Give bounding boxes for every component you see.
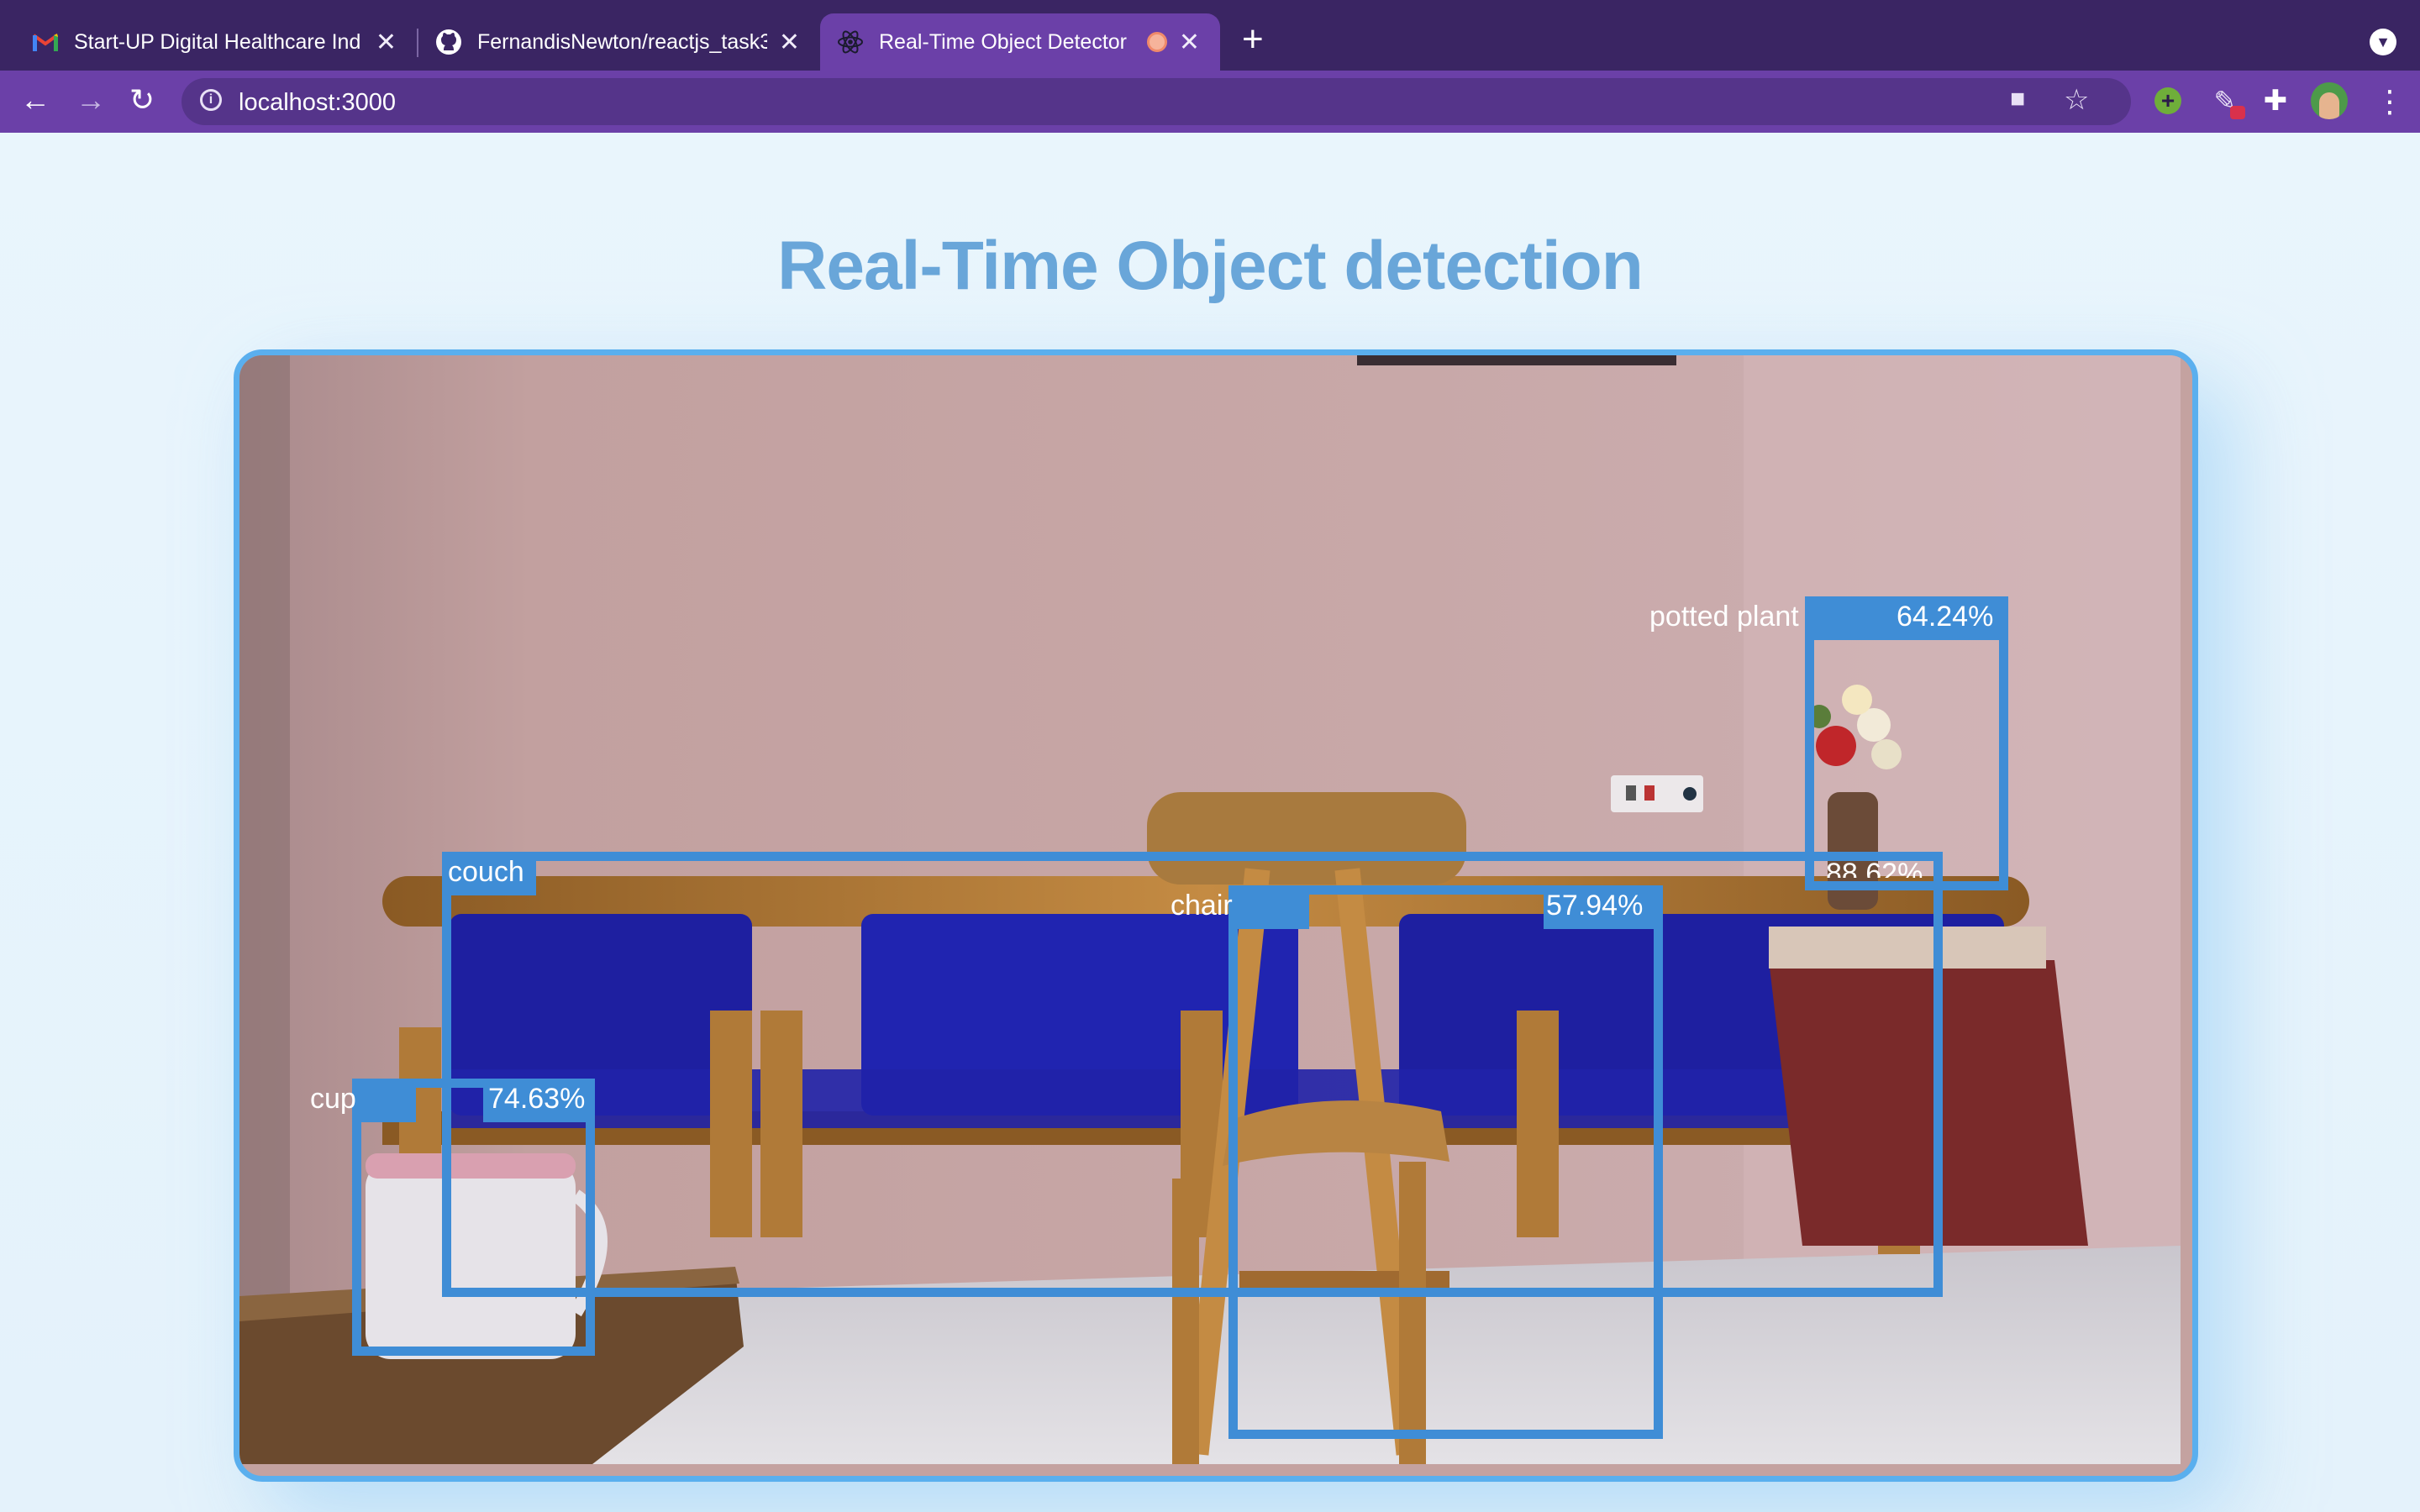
tab-separator	[417, 29, 418, 57]
github-icon	[435, 29, 462, 55]
detection-score-tag	[1228, 885, 1309, 929]
forward-arrow-icon[interactable]: →	[76, 82, 106, 117]
browser-tab-strip: Start-UP Digital Healthcare Ind ✕ Fernan…	[0, 0, 2420, 71]
webcam-video-feed: potted plant 64.24% couch 88.62% chair 5…	[234, 349, 2198, 1482]
detection-box-couch	[442, 852, 1943, 1297]
extension-badge	[2230, 106, 2245, 119]
browser-menu-icon[interactable]: ⋮	[2375, 84, 2405, 118]
detection-score-tag	[483, 1079, 595, 1122]
new-tab-button[interactable]: +	[1242, 18, 1264, 60]
bookmark-star-icon[interactable]: ☆	[2064, 84, 2090, 116]
camera-in-use-icon[interactable]: ■	[2010, 85, 2026, 113]
browser-toolbar: ← → ↻ i localhost:3000 ■ ☆ + ✎ ✚ ⋮	[0, 71, 2420, 133]
tab-title: Start-UP Digital Healthcare Ind	[74, 29, 361, 54]
detection-score-couch: 88.62%	[1826, 863, 1923, 878]
detection-score-tag	[442, 852, 536, 895]
close-tab-icon[interactable]: ✕	[375, 28, 397, 56]
address-url[interactable]: localhost:3000	[239, 89, 397, 116]
browser-tab-gmail[interactable]: Start-UP Digital Healthcare Ind ✕	[0, 13, 417, 71]
close-tab-icon[interactable]: ✕	[1178, 28, 1200, 56]
close-tab-icon[interactable]: ✕	[778, 28, 800, 56]
extension-add-icon[interactable]: +	[2151, 84, 2185, 118]
detection-score-cup: 74.63%	[488, 1083, 586, 1115]
extension-pen-icon[interactable]: ✎	[2208, 84, 2245, 119]
detection-label-potted-plant: potted plant	[1649, 601, 1799, 633]
back-arrow-icon[interactable]: ←	[20, 82, 50, 117]
page-body: Real-Time Object detection	[0, 133, 2420, 1512]
recording-indicator-icon	[1146, 32, 1167, 52]
reload-icon[interactable]: ↻	[129, 82, 155, 117]
detection-score-tag	[352, 1079, 416, 1122]
detection-box-chair	[1228, 885, 1663, 1439]
detection-score-tag	[1544, 885, 1663, 929]
react-icon	[837, 29, 864, 55]
detection-score-chair: 57.94%	[1546, 890, 1644, 921]
site-info-icon[interactable]: i	[200, 89, 222, 111]
extensions-puzzle-icon[interactable]: ✚	[2263, 85, 2288, 117]
camera-scene-image	[239, 355, 2181, 1464]
detection-box-cup	[352, 1079, 595, 1356]
detection-label-chair: chair	[1171, 890, 1233, 921]
address-bar[interactable]: i localhost:3000 ■ ☆	[182, 78, 2131, 125]
browser-tab-github[interactable]: FernandisNewton/reactjs_task3 ✕	[418, 13, 820, 71]
profile-avatar[interactable]	[2311, 82, 2348, 119]
detection-label-couch: couch	[448, 856, 524, 888]
page-title: Real-Time Object detection	[777, 228, 1644, 304]
browser-tab-object-detector[interactable]: Real-Time Object Detector ✕	[820, 13, 1220, 71]
gmail-icon	[32, 29, 59, 55]
tab-title: Real-Time Object Detector	[879, 29, 1127, 54]
detection-score-tag	[1805, 596, 2008, 640]
detection-score-potted-plant: 64.24%	[1897, 601, 1994, 633]
detection-label-cup: cup	[310, 1083, 356, 1115]
tab-title: FernandisNewton/reactjs_task3	[477, 29, 767, 54]
tab-search-chevron-icon[interactable]: ▼	[2370, 29, 2396, 55]
detection-box-potted-plant	[1805, 596, 2008, 890]
